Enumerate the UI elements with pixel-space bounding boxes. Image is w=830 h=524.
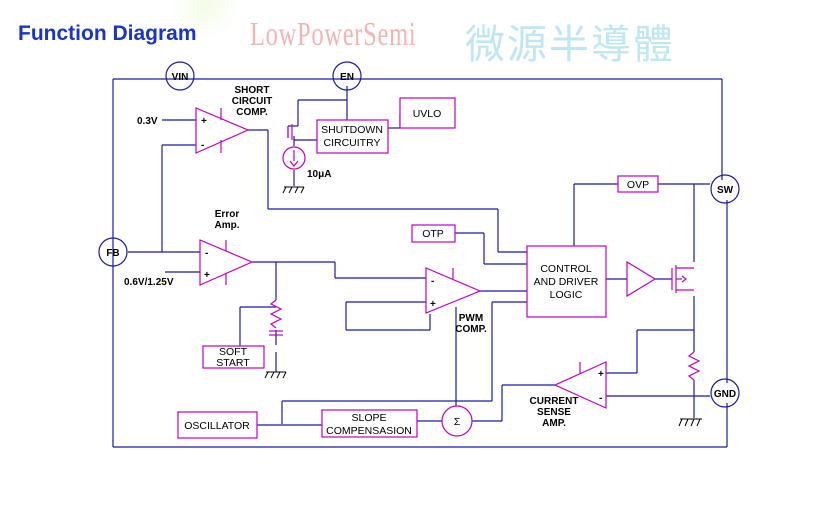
- pin-fb: FB: [98, 237, 128, 267]
- brand-logo-chinese: 微源半導體: [465, 22, 675, 68]
- summing-node: Σ: [441, 405, 473, 437]
- svg-text:+: +: [598, 369, 604, 380]
- gate-driver-buffer: [626, 260, 657, 298]
- svg-text:SOFT: SOFT: [219, 346, 248, 358]
- control-driver-logic-block: CONTROL AND DRIVER LOGIC: [526, 245, 607, 318]
- current-sense-label-2: SENSE: [537, 407, 571, 418]
- uvlo-block: UVLO: [399, 97, 456, 129]
- short-circuit-label-2: CIRCUIT: [232, 96, 273, 107]
- current-source-10ua: [282, 146, 306, 194]
- pin-gnd: GND: [710, 378, 740, 408]
- svg-text:OSCILLATOR: OSCILLATOR: [184, 420, 250, 432]
- error-amp-label-2: Amp.: [215, 220, 240, 231]
- brand-logo-latin: LowPowerSemi: [250, 16, 417, 53]
- svg-text:SHUTDOWN: SHUTDOWN: [321, 124, 383, 136]
- sense-resistor: [678, 351, 702, 427]
- svg-text:+: +: [201, 116, 207, 127]
- enable-switch: [287, 124, 293, 140]
- slope-compensation-block: SLOPE COMPENSASION: [321, 409, 418, 438]
- pin-sw: SW: [710, 174, 740, 204]
- svg-text:+: +: [430, 299, 436, 310]
- soft-start-block: SOFT START: [202, 345, 265, 369]
- compensation-network: [264, 299, 287, 379]
- svg-text:-: -: [431, 276, 434, 287]
- short-circuit-label-3: COMP.: [236, 107, 268, 118]
- ref-0-3v-label: 0.3V: [137, 116, 158, 127]
- error-amplifier: - +: [199, 239, 254, 286]
- short-circuit-label-1: SHORT: [235, 85, 270, 96]
- power-mosfet: [671, 265, 694, 293]
- oscillator-block: OSCILLATOR: [177, 411, 258, 439]
- svg-text:COMPENSASION: COMPENSASION: [326, 425, 412, 437]
- svg-text:FB: FB: [106, 248, 119, 259]
- svg-text:OTP: OTP: [422, 228, 444, 240]
- svg-text:CIRCUITRY: CIRCUITRY: [324, 137, 381, 149]
- short-circuit-comparator: + -: [195, 107, 250, 154]
- otp-block: OTP: [411, 224, 456, 243]
- svg-text:GND: GND: [714, 389, 736, 400]
- outer-wires: [112, 78, 728, 448]
- current-sense-label-3: AMP.: [542, 418, 566, 429]
- svg-text:START: START: [216, 357, 250, 369]
- svg-text:LOGIC: LOGIC: [550, 289, 583, 301]
- svg-text:+: +: [204, 270, 210, 281]
- pin-en: EN: [332, 61, 362, 91]
- svg-text:VIN: VIN: [172, 72, 189, 83]
- svg-text:Σ: Σ: [454, 416, 461, 428]
- pwm-comparator: - +: [425, 267, 482, 314]
- svg-text:-: -: [201, 140, 204, 151]
- page-title: Function Diagram: [18, 22, 197, 45]
- pwm-comp-label-1: PWM: [459, 313, 483, 324]
- svg-text:SLOPE: SLOPE: [351, 412, 386, 424]
- svg-text:CONTROL: CONTROL: [540, 263, 591, 275]
- pin-vin: VIN: [165, 61, 195, 91]
- svg-text:-: -: [205, 248, 208, 259]
- ovp-block: OVP: [617, 175, 659, 193]
- svg-text:EN: EN: [340, 72, 354, 83]
- svg-text:AND DRIVER: AND DRIVER: [534, 276, 599, 288]
- svg-text:UVLO: UVLO: [413, 108, 442, 120]
- svg-text:OVP: OVP: [627, 179, 649, 191]
- svg-text:-: -: [599, 393, 602, 404]
- current-source-label: 10μA: [307, 169, 331, 180]
- vref-label: 0.6V/1.25V: [124, 277, 174, 288]
- error-amp-label-1: Error: [215, 209, 240, 220]
- current-sense-label-1: CURRENT: [530, 396, 579, 407]
- shutdown-circuitry-block: SHUTDOWN CIRCUITRY: [316, 119, 389, 154]
- current-sense-amplifier: + -: [553, 361, 607, 409]
- pwm-comp-label-2: COMP.: [455, 324, 487, 335]
- svg-text:SW: SW: [717, 185, 734, 196]
